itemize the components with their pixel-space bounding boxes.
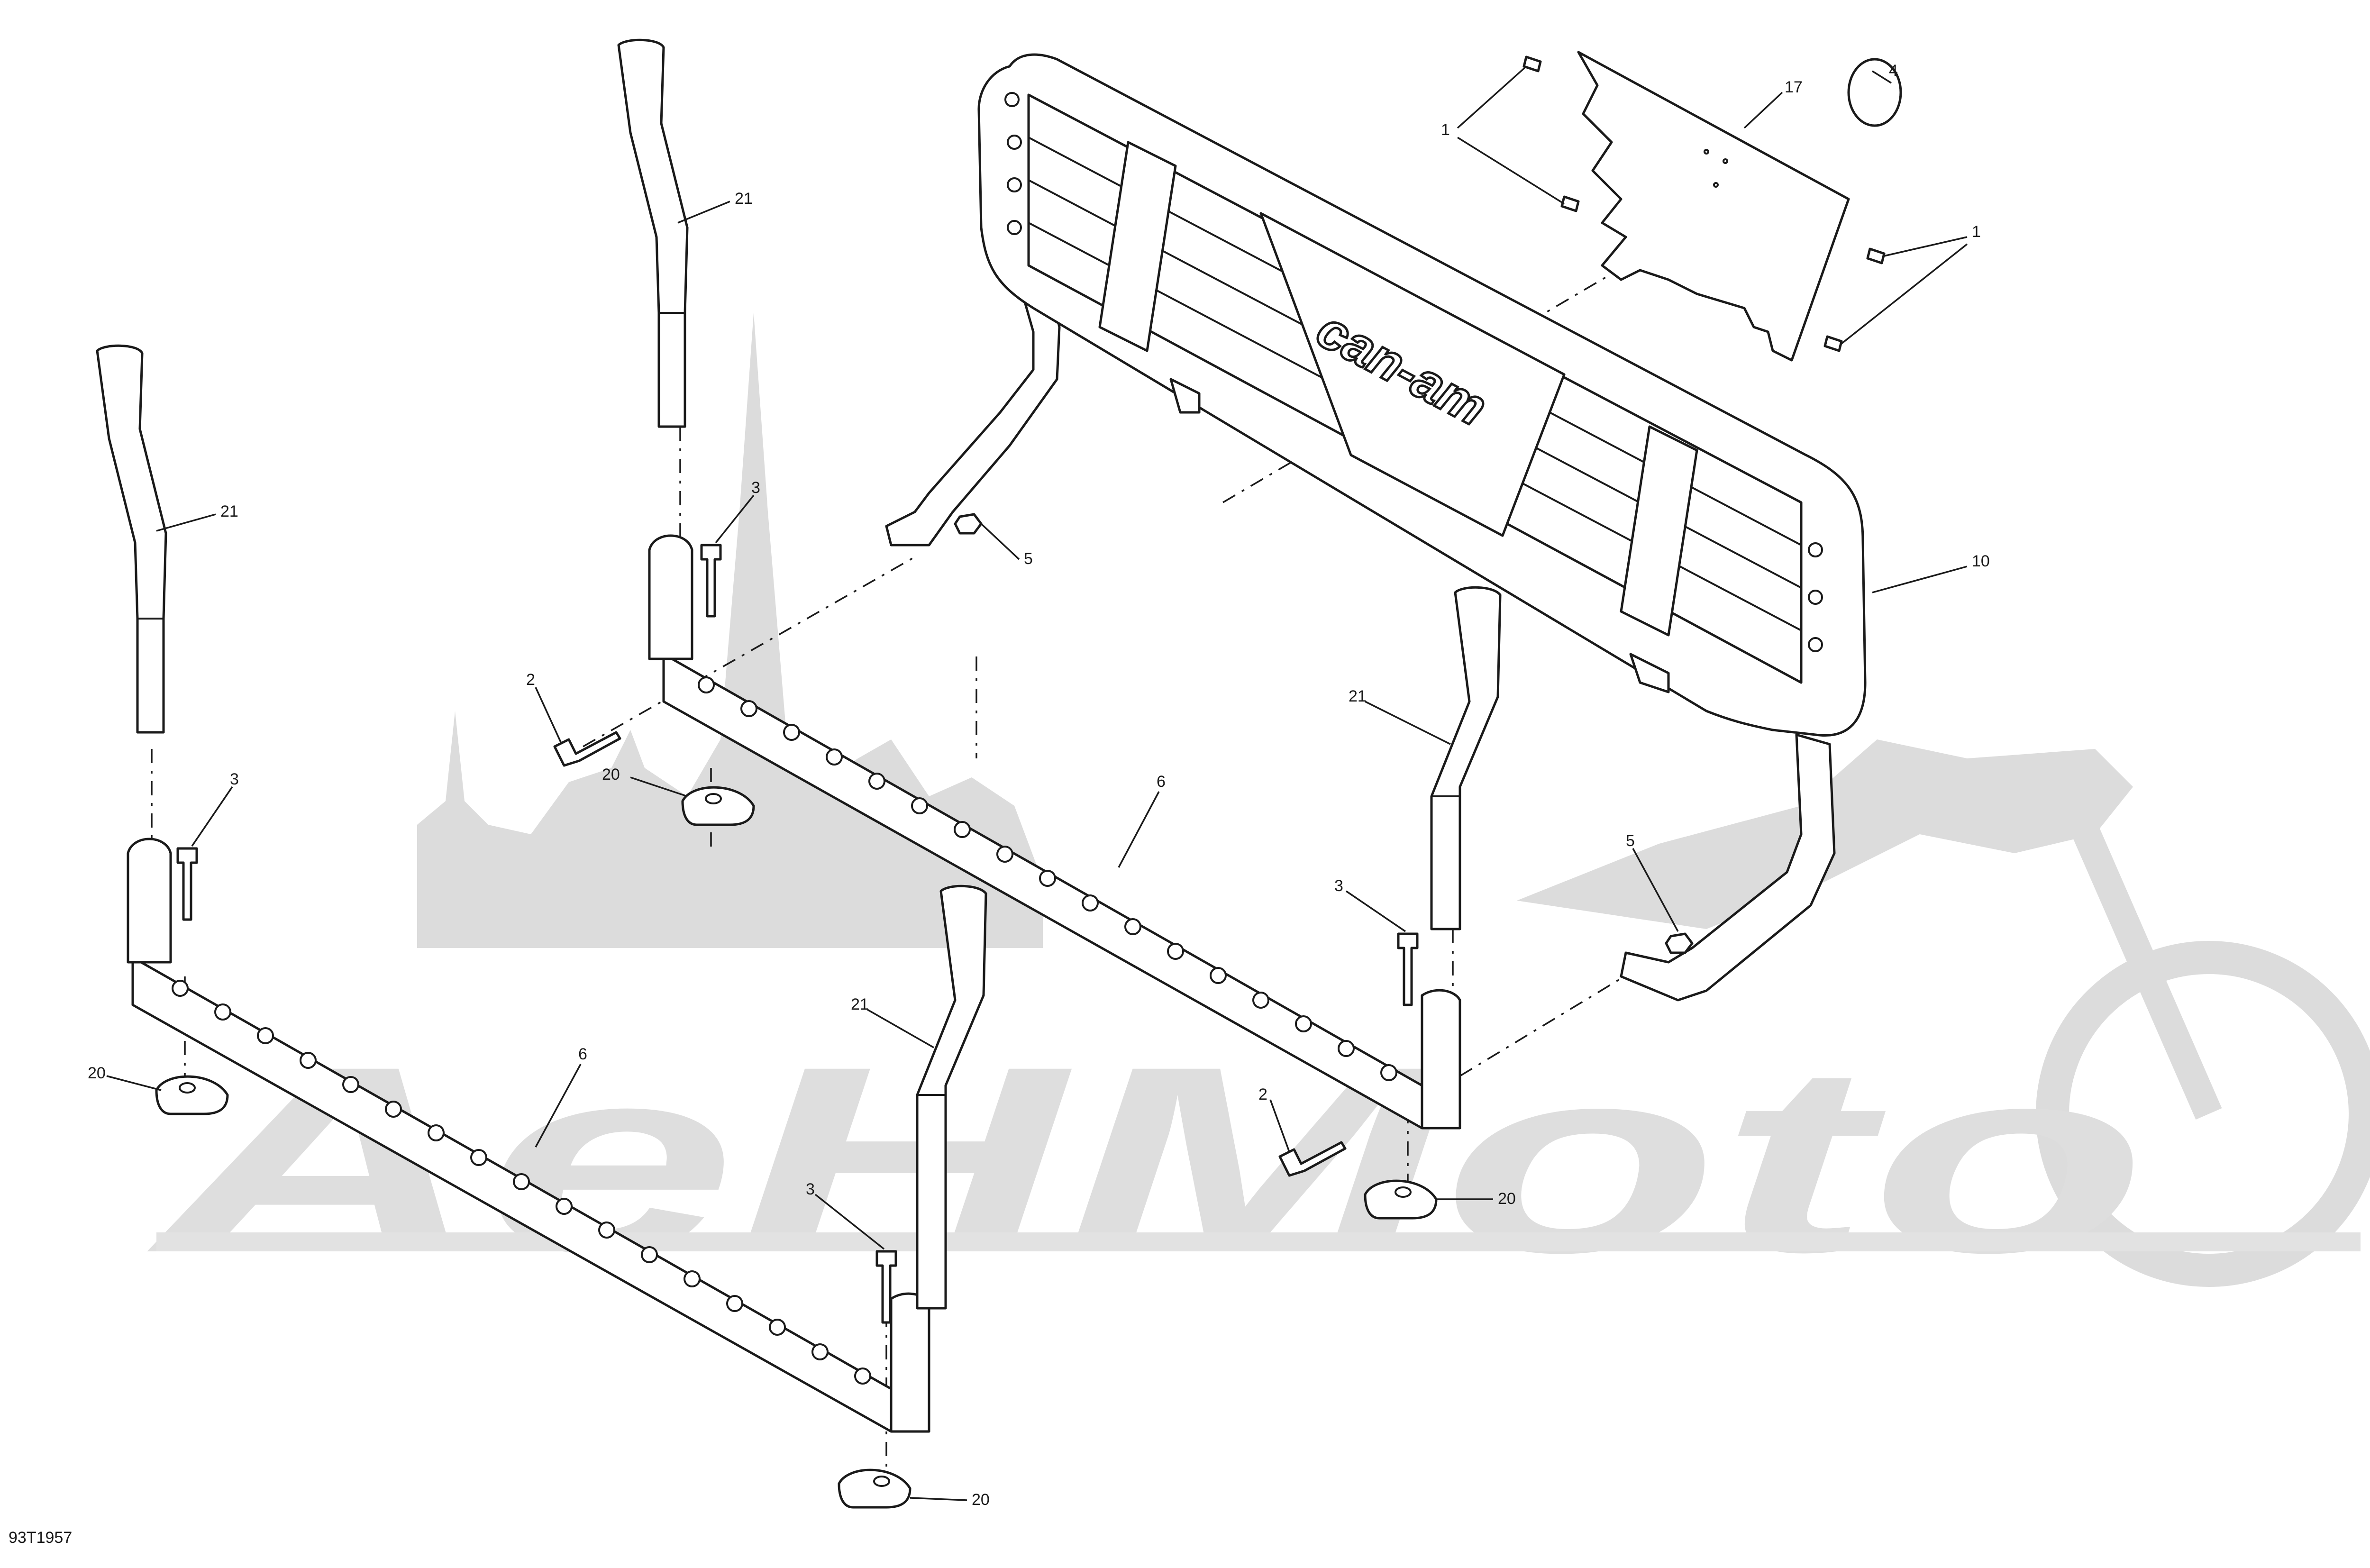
bent-tubes: [96, 38, 1502, 1310]
callout-21: 21: [1349, 687, 1367, 705]
callout-21: 21: [851, 995, 869, 1013]
callout-6: 6: [578, 1045, 587, 1063]
long-bolt: [1278, 1141, 1347, 1177]
rack-logo-panel: [1259, 212, 1566, 537]
callout-17: 17: [1785, 78, 1803, 96]
bolt: [176, 847, 198, 921]
screw: [1823, 335, 1843, 352]
rail-lower-right-post: [890, 1292, 930, 1433]
bolts-part-2: [553, 731, 1347, 1177]
washer: [1364, 1179, 1438, 1220]
rail-upper-right-post: [1421, 989, 1461, 1130]
nut: [954, 513, 983, 535]
callout-20: 20: [972, 1491, 990, 1509]
rack-bracket-left: [1169, 378, 1201, 414]
bolts-part-3: [176, 544, 1419, 1324]
washer: [681, 786, 755, 826]
callout-1: 1: [1972, 223, 1981, 241]
washer: [838, 1468, 912, 1509]
backing-plate-body: [1577, 51, 1850, 362]
watermark-fork: [2049, 771, 2222, 1120]
backrest-rack: can-am: [885, 53, 1867, 1002]
callout-6: 6: [1157, 773, 1166, 791]
bent-tube: [617, 38, 689, 428]
screw: [1522, 55, 1542, 73]
bent-tube: [96, 344, 167, 734]
callout-3: 3: [230, 770, 239, 788]
tube-rail-upper: [648, 534, 1461, 1130]
callout-3: 3: [1334, 877, 1343, 895]
bent-tube: [916, 884, 987, 1310]
cap: [1847, 58, 1902, 127]
callout-4: 4: [1889, 62, 1898, 80]
rack-bracket-right: [1629, 653, 1670, 693]
rack-upright-left: [1098, 141, 1177, 352]
backing-plate: [1577, 51, 1850, 362]
bolt: [700, 544, 722, 618]
screws-part-1: [1522, 55, 1886, 352]
callout-5: 5: [1024, 550, 1033, 568]
callout-21: 21: [220, 502, 238, 520]
callout-1: 1: [1441, 121, 1450, 139]
bolt: [1397, 932, 1419, 1006]
nut: [1665, 932, 1694, 954]
callout-20: 20: [1498, 1190, 1516, 1208]
callout-21: 21: [735, 190, 753, 208]
washers-part-20: [155, 786, 1438, 1509]
tube-rail-lower: [127, 838, 930, 1433]
callout-2: 2: [526, 671, 535, 689]
rack-right-leg: [1620, 733, 1836, 1002]
callout-20: 20: [88, 1064, 106, 1082]
watermark-underline: [156, 1232, 2361, 1251]
callouts: 1 1 17 4 21 21 21 21 3 3 3 3 2 2 5 5 10 …: [88, 62, 1990, 1509]
rail-upper-holes: [698, 676, 1397, 1081]
rail-lower-left-post: [127, 838, 172, 964]
callout-2: 2: [1258, 1085, 1267, 1103]
watermark-wheel: [2036, 941, 2370, 1287]
backing-plate-pin: [1704, 149, 1709, 155]
drawing-code: 93T1957: [9, 1529, 72, 1547]
bolt: [875, 1250, 897, 1324]
callout-20: 20: [602, 766, 620, 784]
leader-lines: [106, 65, 1968, 1501]
rail-upper-left-post: [648, 534, 693, 660]
washer: [155, 1075, 229, 1115]
callout-3: 3: [751, 479, 760, 497]
callout-5: 5: [1626, 832, 1635, 850]
rack-upright-right: [1620, 425, 1698, 637]
callout-10: 10: [1972, 552, 1990, 570]
screw: [1560, 195, 1580, 212]
bent-tube: [1430, 586, 1502, 930]
long-bolt: [553, 731, 621, 767]
callout-3: 3: [806, 1180, 815, 1198]
screw: [1866, 247, 1886, 264]
rail-lower-holes: [172, 980, 871, 1385]
